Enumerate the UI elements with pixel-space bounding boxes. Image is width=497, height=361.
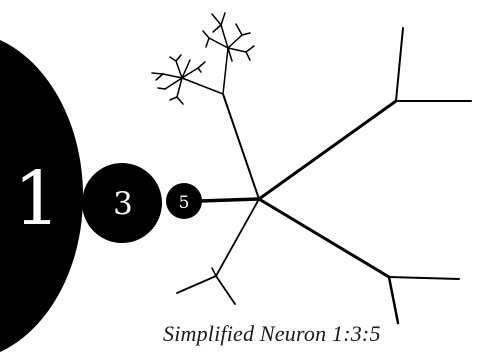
- diagram-caption: Simplified Neuron 1:3:5: [163, 321, 381, 347]
- large-circle-label: 1: [13, 156, 60, 242]
- small-circle-label: 5: [179, 193, 190, 213]
- dendrite-tree: [152, 13, 259, 199]
- lower-right-branch: [259, 199, 459, 323]
- upper-right-branch: [259, 28, 471, 199]
- axon-and-dendrites: [152, 13, 471, 323]
- axon-line: [200, 199, 259, 201]
- medium-circle-label: 3: [113, 186, 133, 222]
